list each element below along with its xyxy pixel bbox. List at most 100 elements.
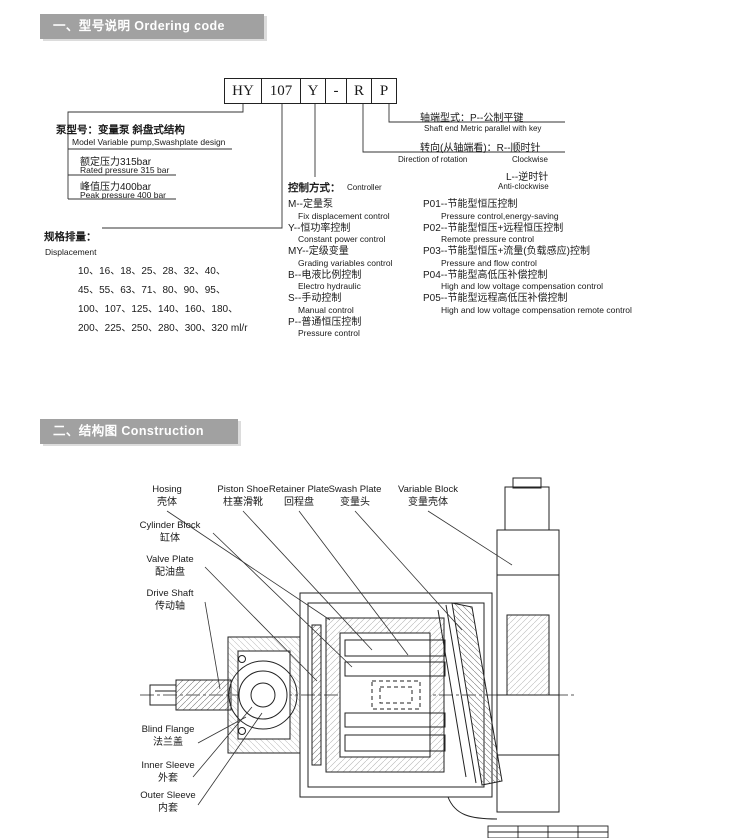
label-variable-block-en: Variable Block bbox=[397, 484, 459, 495]
shaft-end-en: Shaft end Metric parallel with key bbox=[424, 124, 542, 133]
code-box-dash: - bbox=[325, 78, 347, 104]
code-box-hy: HY bbox=[224, 78, 262, 104]
controller-option: P--普通恒压控制 Pressure control bbox=[288, 317, 428, 339]
controller-option: B--电液比例控制 Electro hydraulic bbox=[288, 270, 428, 292]
controller-option-en: Constant power control bbox=[298, 234, 386, 244]
displacement-line: 45、55、63、71、80、90、95、 bbox=[78, 285, 226, 296]
label-swash-plate: Swash Plate 变量头 bbox=[329, 483, 382, 510]
energy-option: P05--节能型远程高低压补偿控制 High and low voltage c… bbox=[423, 293, 733, 315]
label-inner-sleeve-en: Inner Sleeve bbox=[141, 760, 195, 771]
model-zh-title: 泵型号：变量泵 斜盘式结构 bbox=[56, 124, 185, 136]
displacement-line: 200、225、250、280、300、320 ml/r bbox=[78, 323, 248, 334]
peak-pressure-zh: 峰值压力400bar bbox=[80, 182, 152, 193]
label-blind-flange-zh: 法兰盖 bbox=[153, 737, 183, 748]
label-drive-shaft-zh: 传动轴 bbox=[155, 601, 185, 612]
label-cylinder-block-zh: 缸体 bbox=[160, 533, 180, 544]
displacement-title-en: Displacement bbox=[45, 247, 97, 257]
label-blind-flange-en: Blind Flange bbox=[141, 724, 195, 735]
controller-title-en: Controller bbox=[347, 183, 382, 192]
peak-pressure-en: Peak pressure 400 bar bbox=[80, 190, 166, 200]
code-box-107: 107 bbox=[261, 78, 301, 104]
energy-option: P04--节能型高低压补偿控制 High and low voltage com… bbox=[423, 270, 733, 292]
controller-option-zh: S--手动控制 bbox=[288, 293, 342, 304]
energy-option-zh: P01--节能型恒压控制 bbox=[423, 199, 518, 210]
code-box-p: P bbox=[371, 78, 397, 104]
label-drive-shaft: Drive Shaft 传动轴 bbox=[110, 587, 230, 614]
label-inner-sleeve-zh: 外套 bbox=[158, 773, 178, 784]
rotation-l-zh: L--逆时针 bbox=[506, 172, 549, 183]
label-variable-block: Variable Block 变量壳体 bbox=[398, 483, 458, 510]
energy-option: P03--节能型恒压+流量(负载感应)控制 Pressure and flow … bbox=[423, 246, 733, 268]
section-ordering-header: 一、型号说明 Ordering code bbox=[40, 14, 264, 39]
label-retainer-plate-zh: 回程盘 bbox=[283, 497, 314, 508]
label-piston-shoe: Piston Shoe 柱塞滑靴 bbox=[217, 483, 268, 510]
rotation-anticlockwise: Anti-clockwise bbox=[498, 182, 549, 191]
controller-option-zh: B--电液比例控制 bbox=[288, 269, 362, 281]
label-drive-shaft-en: Drive Shaft bbox=[146, 588, 194, 599]
controller-option: Y--恒功率控制 Constant power control bbox=[288, 223, 428, 245]
rated-pressure-en: Rated pressure 315 bar bbox=[80, 165, 170, 175]
controller-option-zh: P--普通恒压控制 bbox=[288, 316, 362, 328]
label-hosing-en: Hosing bbox=[152, 484, 182, 495]
ordering-code-boxes: HY 107 Y - R P bbox=[224, 78, 397, 104]
label-cylinder-block-en: Cylinder Block bbox=[139, 520, 201, 531]
rated-pressure-zh: 额定压力315bar bbox=[80, 157, 152, 168]
model-en-title: Model Variable pump,Swashplate design bbox=[72, 137, 226, 147]
energy-option: P02--节能型恒压+远程恒压控制 Remote pressure contro… bbox=[423, 223, 733, 245]
controller-option-en: Fix displacement control bbox=[298, 210, 390, 221]
controller-option: MY--定级变量 Grading variables control bbox=[288, 246, 428, 268]
label-hosing-zh: 壳体 bbox=[156, 497, 177, 508]
energy-option-en: Pressure control,energy-saving bbox=[441, 210, 559, 221]
energy-option-en: Remote pressure control bbox=[441, 234, 535, 244]
controller-title-zh: 控制方式： bbox=[288, 182, 341, 194]
title-block bbox=[487, 825, 609, 838]
code-box-r: R bbox=[346, 78, 372, 104]
controller-option-zh: Y--恒功率控制 bbox=[288, 222, 351, 234]
controller-option-en: Pressure control bbox=[298, 328, 360, 338]
label-variable-block-zh: 变量壳体 bbox=[408, 497, 448, 508]
label-retainer-plate: Retainer Plate 回程盘 bbox=[269, 483, 329, 510]
energy-option-en: High and low voltage compensation remote… bbox=[441, 304, 632, 315]
code-box-y: Y bbox=[300, 78, 326, 104]
energy-option-zh: P04--节能型高低压补偿控制 bbox=[423, 269, 548, 281]
label-swash-plate-en: Swash Plate bbox=[328, 484, 382, 495]
label-hosing: Hosing 壳体 bbox=[152, 483, 182, 510]
label-retainer-plate-en: Retainer Plate bbox=[268, 484, 330, 495]
rotation-clockwise: Clockwise bbox=[512, 155, 549, 164]
label-valve-plate-zh: 配油盘 bbox=[155, 567, 185, 578]
label-blind-flange: Blind Flange 法兰盖 bbox=[108, 723, 228, 750]
label-outer-sleeve-zh: 内套 bbox=[158, 803, 178, 814]
energy-option-zh: P03--节能型恒压+流量(负载感应)控制 bbox=[423, 246, 590, 257]
label-valve-plate: Valve Plate 配油盘 bbox=[110, 553, 230, 580]
energy-option-zh: P02--节能型恒压+远程恒压控制 bbox=[423, 222, 564, 234]
energy-option-en: Pressure and flow control bbox=[441, 257, 537, 268]
section-construction-header: 二、结构图 Construction bbox=[40, 419, 238, 444]
rotation-direction-en: Direction of rotation bbox=[398, 155, 468, 164]
label-piston-shoe-en: Piston Shoe bbox=[217, 484, 269, 495]
controller-option-zh: MY--定级变量 bbox=[288, 246, 349, 257]
displacement-values: 10、16、18、25、28、32、40、 45、55、63、71、80、90、… bbox=[78, 262, 248, 338]
controller-option-zh: M--定量泵 bbox=[288, 199, 333, 210]
energy-option-zh: P05--节能型远程高低压补偿控制 bbox=[423, 293, 568, 304]
energy-options: P01--节能型恒压控制 Pressure control,energy-sav… bbox=[423, 199, 733, 317]
controller-option: M--定量泵 Fix displacement control bbox=[288, 199, 428, 221]
controller-option-en: Grading variables control bbox=[298, 257, 393, 268]
energy-option: P01--节能型恒压控制 Pressure control,energy-sav… bbox=[423, 199, 733, 221]
label-piston-shoe-zh: 柱塞滑靴 bbox=[222, 497, 263, 508]
controller-option: S--手动控制 Manual control bbox=[288, 293, 428, 315]
construction-area: Hosing 壳体 Piston Shoe 柱塞滑靴 Retainer Plat… bbox=[0, 455, 750, 838]
label-outer-sleeve: Outer Sleeve 内套 bbox=[108, 789, 228, 816]
displacement-line: 10、16、18、25、28、32、40、 bbox=[78, 266, 226, 277]
controller-option-en: Manual control bbox=[298, 304, 354, 315]
displacement-title-zh: 规格排量： bbox=[44, 231, 97, 243]
rotation-zh: 转向(从轴端看)：R--顺时针 bbox=[420, 143, 541, 154]
label-valve-plate-en: Valve Plate bbox=[146, 554, 194, 565]
energy-option-en: High and low voltage compensation contro… bbox=[441, 281, 604, 291]
controller-option-en: Electro hydraulic bbox=[298, 281, 361, 291]
label-outer-sleeve-en: Outer Sleeve bbox=[140, 790, 196, 801]
label-swash-plate-zh: 变量头 bbox=[340, 497, 370, 508]
shaft-end-zh: 轴端型式：P--公制平键 bbox=[420, 113, 524, 124]
label-cylinder-block: Cylinder Block 缸体 bbox=[110, 519, 230, 546]
controller-options: M--定量泵 Fix displacement control Y--恒功率控制… bbox=[288, 199, 428, 340]
